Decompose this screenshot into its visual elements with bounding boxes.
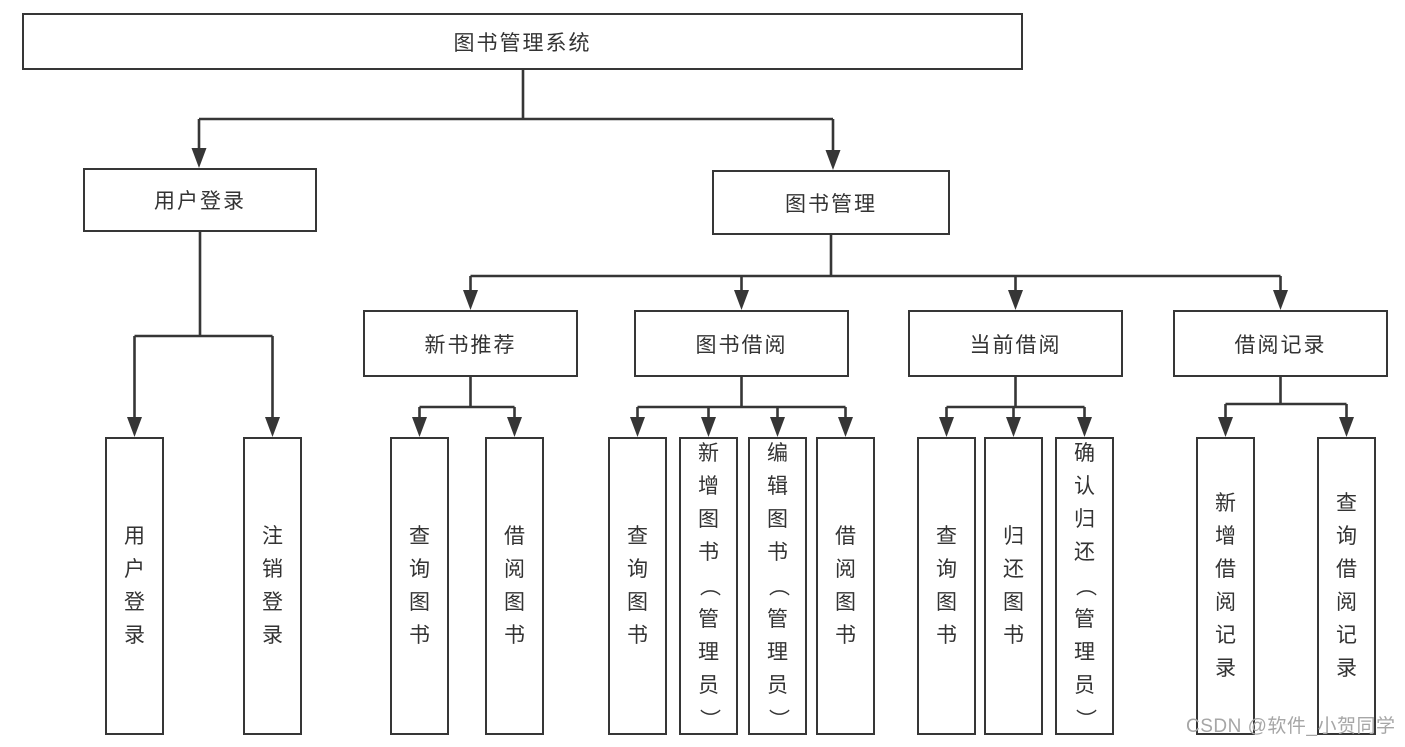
node-book-management-system: 图书管理系统 <box>22 13 1023 70</box>
node-current-borrowing: 当前借阅 <box>908 310 1123 377</box>
node-user-login: 用户登录 <box>83 168 317 232</box>
node-new-book-recommend: 新书推荐 <box>363 310 578 377</box>
node-borrowing-records: 借阅记录 <box>1173 310 1388 377</box>
node-book-borrowing: 图书借阅 <box>634 310 849 377</box>
node-label: 新书推荐 <box>424 333 517 357</box>
node-label: 图书管理 <box>785 192 877 216</box>
node-query-books-under-borrowing: 查询图书 <box>608 437 667 735</box>
node-confirm-return-admin: 确认归还（管理员） <box>1055 437 1114 735</box>
node-query-borrow-record: 查询借阅记录 <box>1317 437 1376 735</box>
node-label: 编辑图书（管理员） <box>766 441 790 730</box>
node-label: 用户登录 <box>154 190 246 213</box>
node-book-management: 图书管理 <box>712 170 950 235</box>
node-label: 查询借阅记录 <box>1336 492 1357 680</box>
node-borrow-books-under-recommend: 借阅图书 <box>485 437 544 735</box>
watermark: CSDN @软件_小贺同学 <box>1186 716 1396 737</box>
node-label: 借阅记录 <box>1234 333 1327 357</box>
node-edit-book-admin: 编辑图书（管理员） <box>748 437 807 735</box>
node-label: 新增借阅记录 <box>1215 492 1236 680</box>
node-label: 图书管理系统 <box>453 31 592 55</box>
node-return-book: 归还图书 <box>984 437 1043 735</box>
node-logout-action: 注销登录 <box>243 437 302 735</box>
node-label: 查询图书 <box>936 525 957 647</box>
node-label: 借阅图书 <box>835 525 856 647</box>
node-query-books-under-recommend: 查询图书 <box>390 437 449 735</box>
node-user-login-action: 用户登录 <box>105 437 164 735</box>
node-query-books-under-current: 查询图书 <box>917 437 976 735</box>
node-label: 当前借阅 <box>969 333 1062 357</box>
node-add-borrow-record: 新增借阅记录 <box>1196 437 1255 735</box>
node-label: 查询图书 <box>409 525 430 647</box>
node-label: 查询图书 <box>627 525 648 647</box>
node-label: 借阅图书 <box>504 525 525 647</box>
node-label: 新增图书（管理员） <box>697 441 721 730</box>
node-add-book-admin: 新增图书（管理员） <box>679 437 738 735</box>
node-label: 注销登录 <box>262 525 283 647</box>
node-label: 归还图书 <box>1003 525 1024 647</box>
node-label: 图书借阅 <box>695 333 788 357</box>
node-label: 用户登录 <box>124 525 145 647</box>
node-label: 确认归还（管理员） <box>1073 441 1097 730</box>
node-borrow-books-under-borrowing: 借阅图书 <box>816 437 875 735</box>
